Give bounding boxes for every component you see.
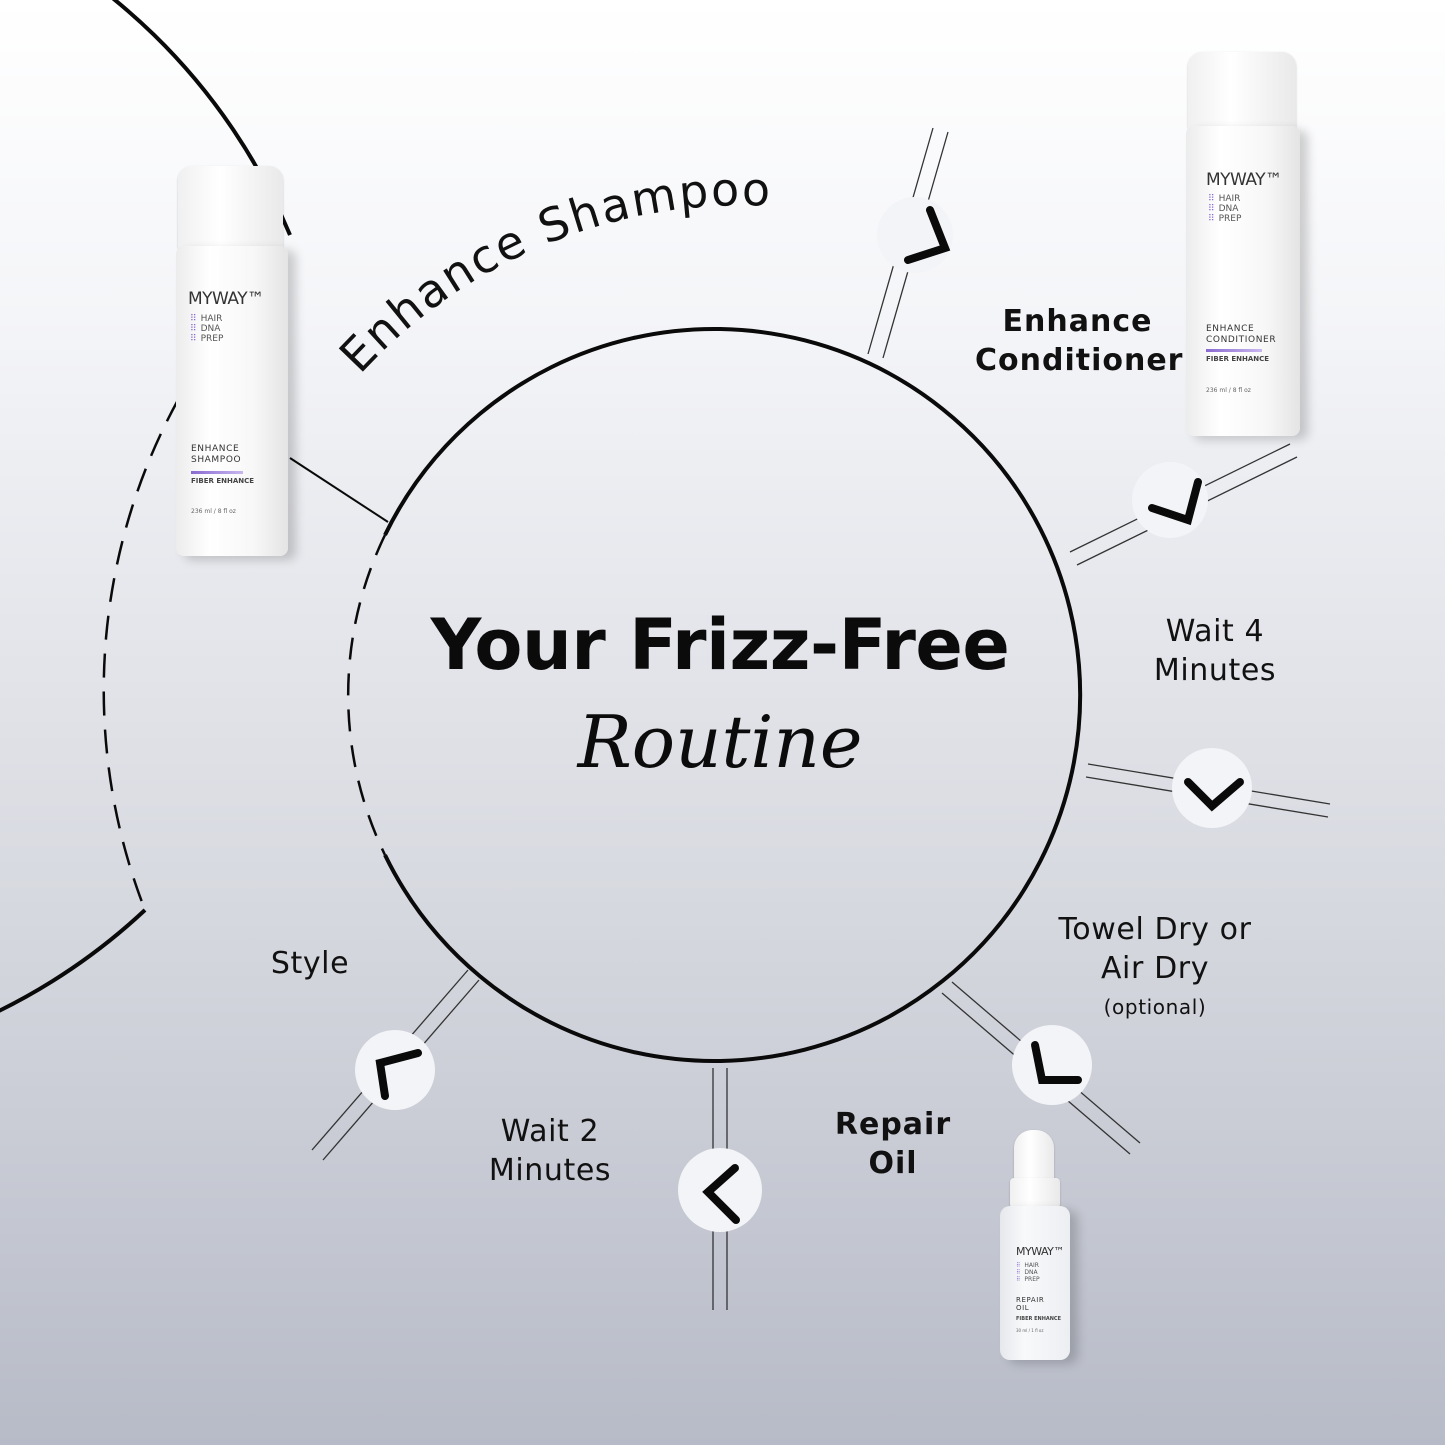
shampoo-connector (289, 457, 389, 523)
chevron-4-icon (1031, 1041, 1082, 1084)
chevron-1-icon (904, 206, 951, 264)
routine-subtitle: Routine (577, 700, 863, 784)
chevron-3-icon (1184, 778, 1244, 812)
dna-prep-mark: ⠿HAIR ⠿DNA ⠿PREP (1016, 1262, 1040, 1283)
dna-prep-mark: ⠿HAIR ⠿DNA ⠿PREP (190, 314, 224, 344)
routine-title: Your Frizz-Free (430, 604, 1010, 686)
brand-logo: MYWAY™ (1016, 1245, 1064, 1258)
chevron-2-icon (1148, 478, 1202, 526)
inner-ring-dashed (347, 534, 387, 856)
step-shampoo-label: Enhance Shampoo (329, 162, 773, 383)
step-style-label: Style (270, 946, 350, 981)
chevron-6-icon (375, 1049, 422, 1100)
outer-ring-dashed (102, 399, 180, 911)
brand-logo: MYWAY™ (1206, 170, 1282, 190)
inner-ring-solid (383, 327, 1083, 1063)
brand-logo: MYWAY™ (188, 289, 264, 309)
towel-optional-note: (optional) (1103, 995, 1207, 1019)
dna-prep-mark: ⠿HAIR ⠿DNA ⠿PREP (1208, 194, 1242, 224)
chevron-5-icon (702, 1164, 740, 1224)
